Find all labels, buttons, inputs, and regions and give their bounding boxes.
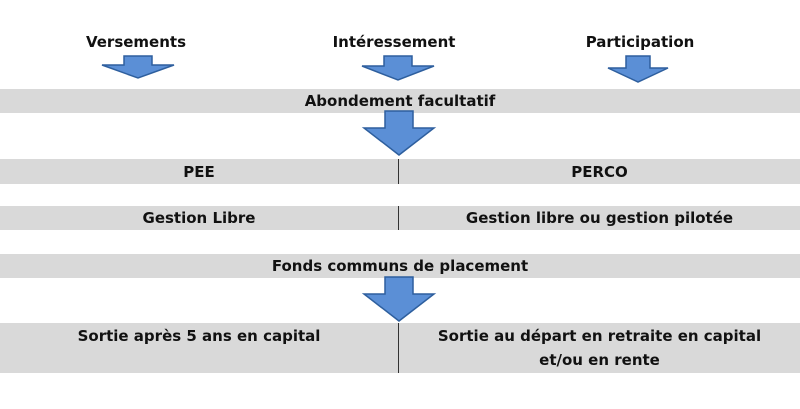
divider-sortie <box>398 323 399 373</box>
label-abondement: Abondement facultatif <box>304 92 496 110</box>
label-fonds: Fonds communs de placement <box>271 257 529 275</box>
arrow-down-icon-participation <box>607 55 669 83</box>
arrow-down-icon-to-sortie <box>361 276 437 322</box>
label-sortie-perco-line1: Sortie au départ en retraite en capital <box>437 327 762 345</box>
label-gestion-perco: Gestion libre ou gestion pilotée <box>465 209 734 227</box>
label-participation: Participation <box>585 33 695 51</box>
divider-gestion <box>398 206 399 230</box>
arrow-down-icon-to-plans <box>361 110 437 156</box>
band-fonds <box>0 254 800 278</box>
arrow-down-icon-versements <box>101 55 175 79</box>
band-abondement <box>0 89 800 113</box>
label-versements: Versements <box>85 33 187 51</box>
divider-plans <box>398 159 399 184</box>
label-sortie-pee: Sortie après 5 ans en capital <box>77 327 321 345</box>
band-sortie <box>0 323 800 373</box>
label-interessement: Intéressement <box>332 33 456 51</box>
arrow-down-icon-interessement <box>361 55 435 81</box>
band-plans <box>0 159 800 184</box>
label-perco: PERCO <box>571 163 628 181</box>
band-gestion <box>0 206 800 230</box>
label-sortie-perco-line2: et/ou en rente <box>539 351 660 369</box>
label-pee: PEE <box>183 163 215 181</box>
label-gestion-pee: Gestion Libre <box>142 209 256 227</box>
